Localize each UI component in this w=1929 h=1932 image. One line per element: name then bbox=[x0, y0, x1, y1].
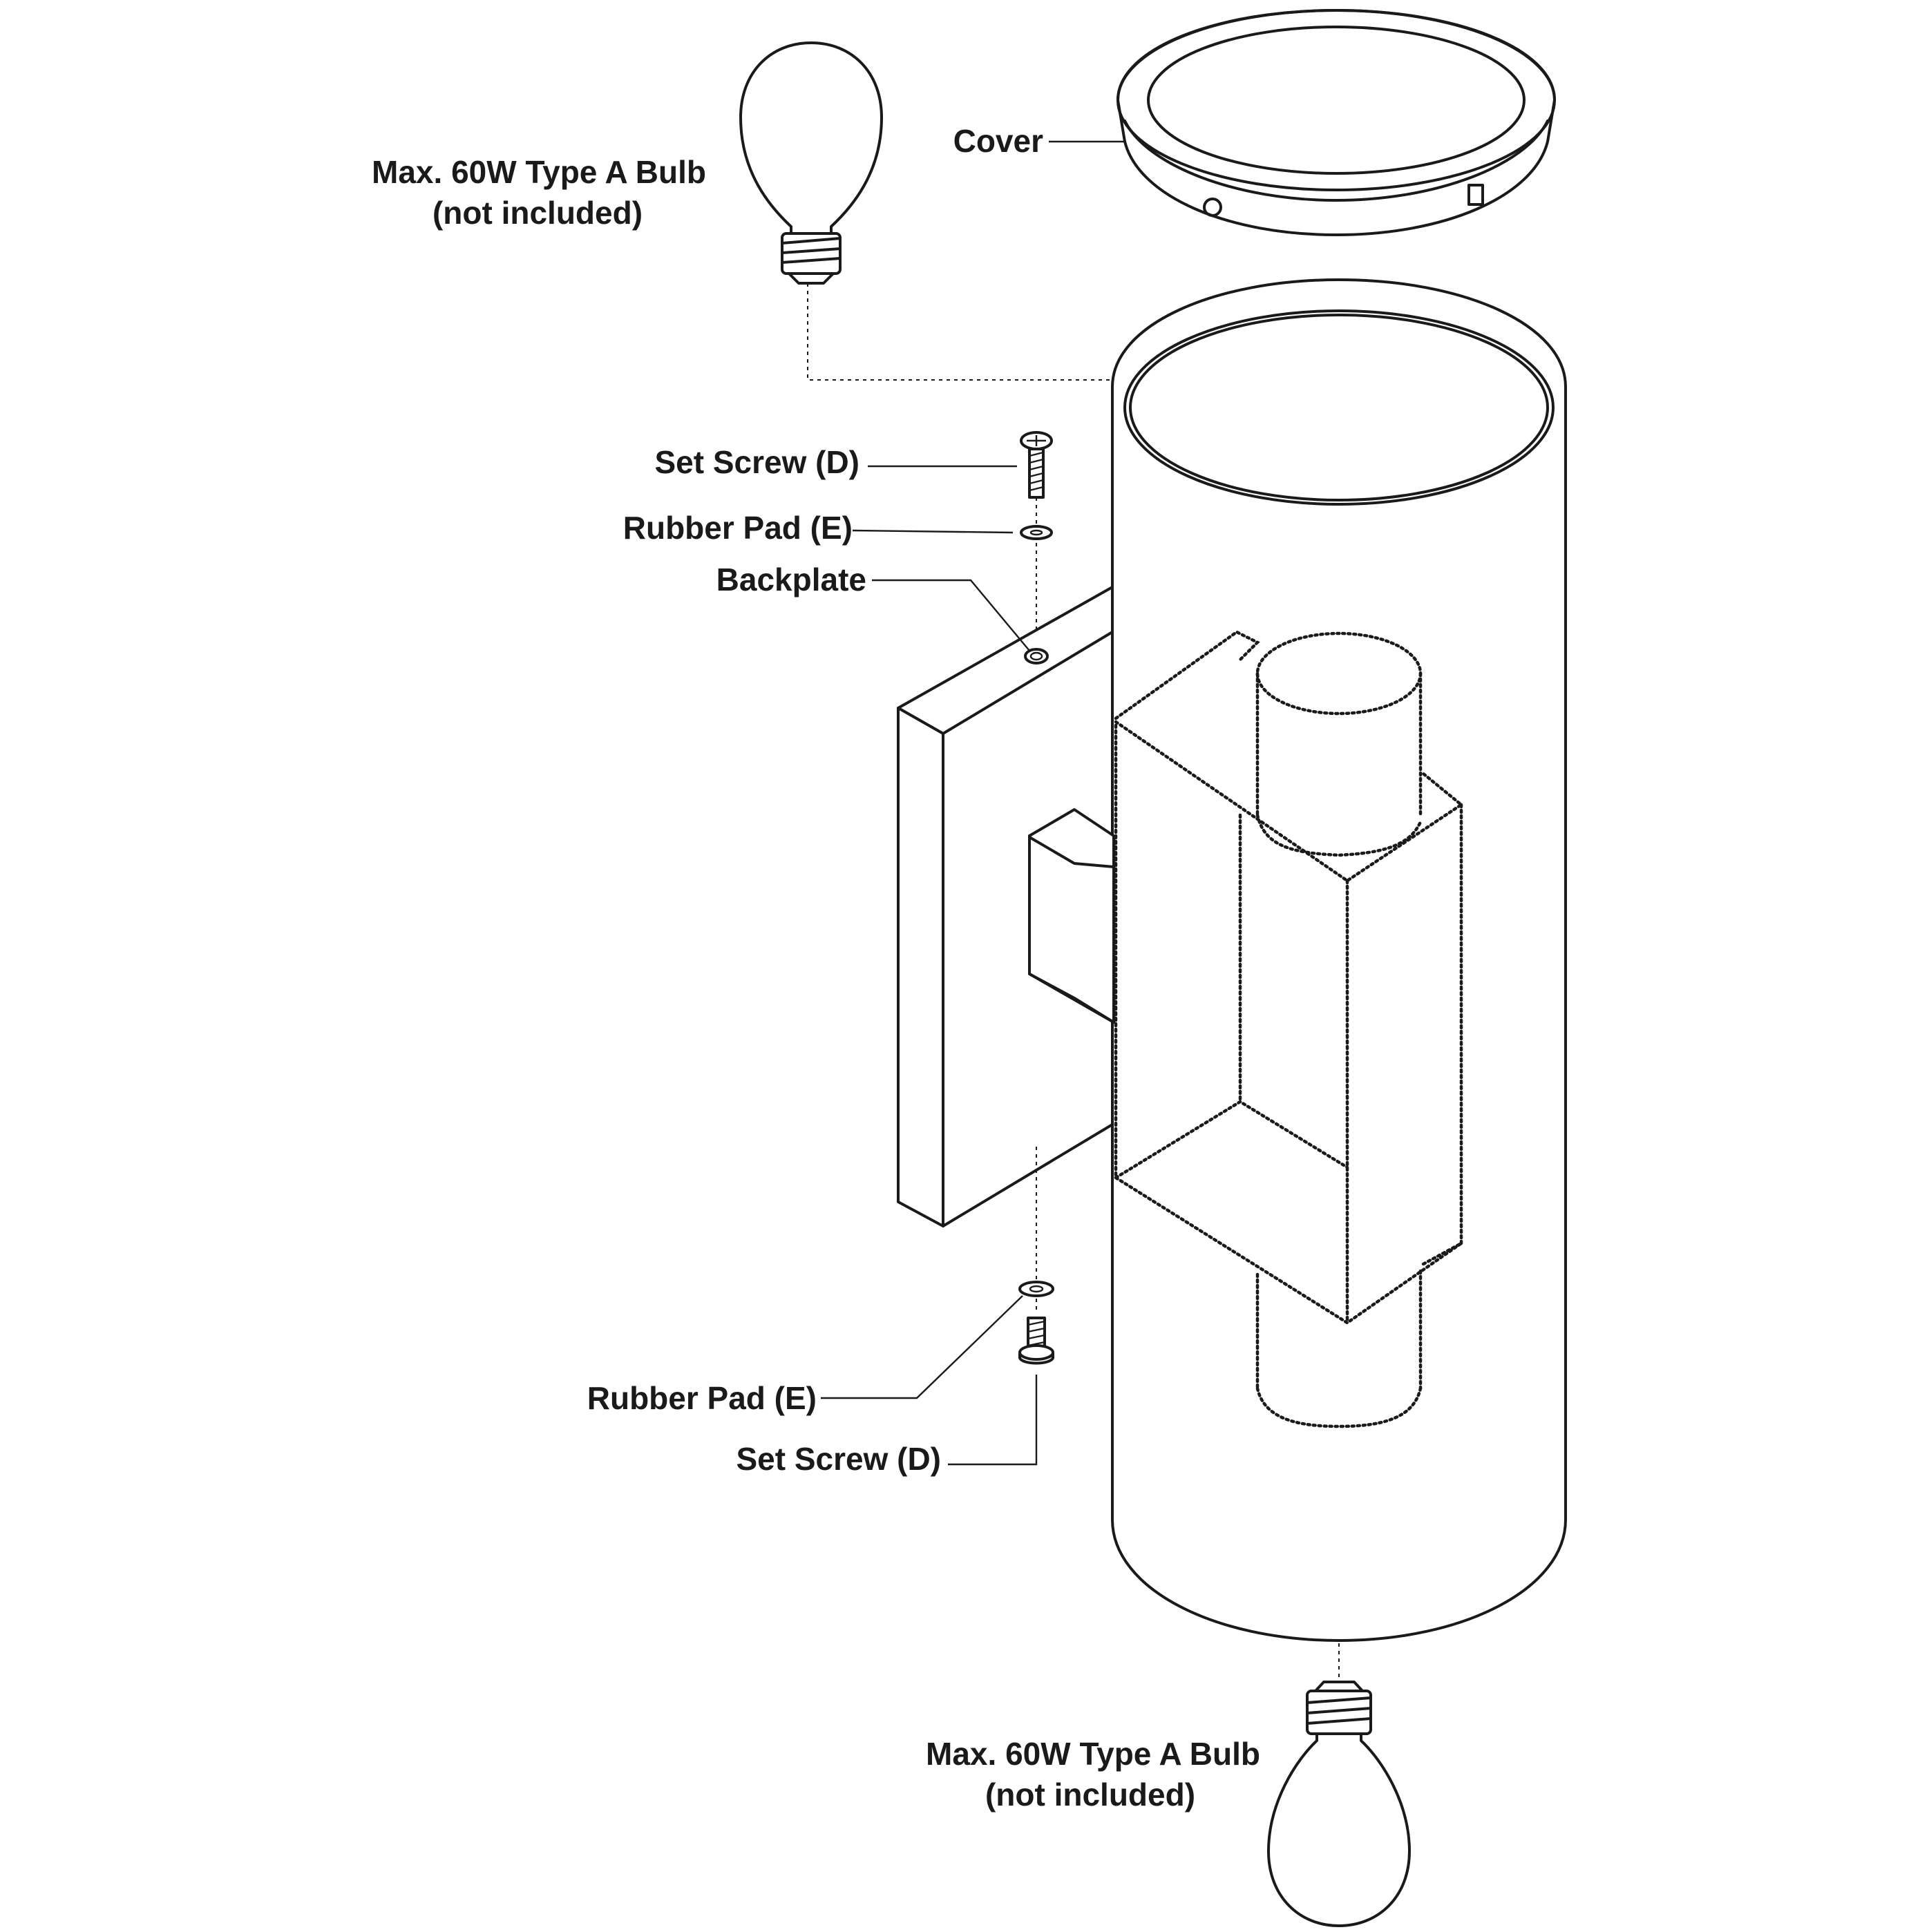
set-screw-icon bbox=[1020, 431, 1053, 499]
leader-lines bbox=[821, 140, 1125, 1466]
labels: Cover Max. 60W Type A Bulb (not included… bbox=[372, 123, 1260, 1813]
rubber-pad-icon bbox=[1020, 525, 1053, 540]
rubber-pad-icon bbox=[1018, 1281, 1054, 1297]
set-screw-top-label: Set Screw (D) bbox=[654, 444, 859, 480]
bulb-icon bbox=[739, 41, 883, 285]
rubber-pad-top-label: Rubber Pad (E) bbox=[623, 510, 853, 546]
bulb-bottom-label-line2: (not included) bbox=[985, 1777, 1195, 1813]
bulb-top-label-line2: (not included) bbox=[433, 195, 643, 231]
set-screw-bottom-label: Set Screw (D) bbox=[736, 1441, 941, 1477]
cover-label: Cover bbox=[953, 123, 1043, 159]
cylinder-housing-icon bbox=[1111, 278, 1567, 1642]
set-screw-icon bbox=[1018, 1317, 1054, 1365]
rubber-pad-bottom-label: Rubber Pad (E) bbox=[587, 1380, 817, 1416]
bulb-bottom-label-line1: Max. 60W Type A Bulb bbox=[926, 1736, 1260, 1772]
bulb-icon bbox=[1267, 1681, 1411, 1927]
backplate-label: Backplate bbox=[716, 562, 866, 597]
cover-icon bbox=[1116, 9, 1556, 236]
bulb-top-label-line1: Max. 60W Type A Bulb bbox=[372, 154, 706, 190]
backplate-icon bbox=[897, 586, 1115, 1227]
